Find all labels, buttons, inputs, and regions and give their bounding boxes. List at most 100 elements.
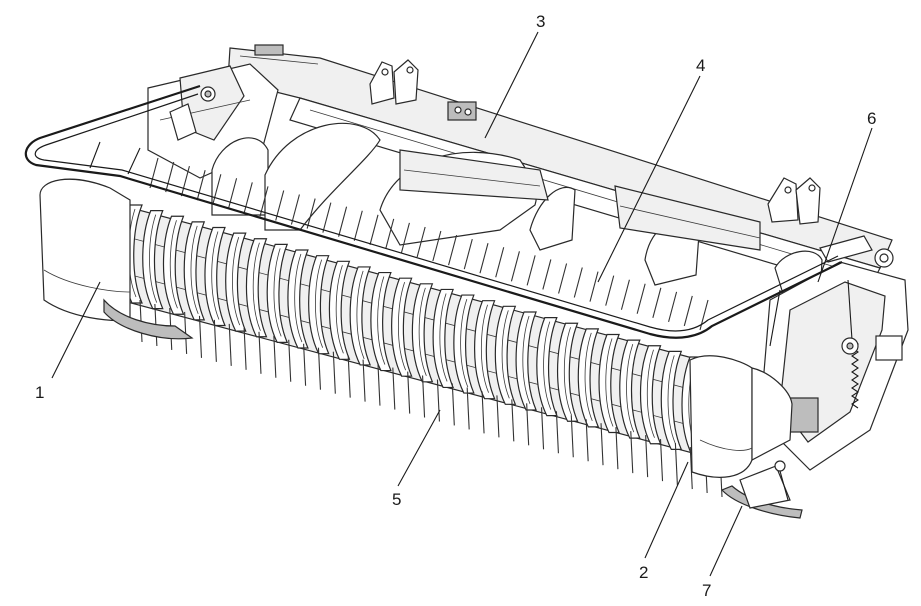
tine-upper	[180, 165, 190, 197]
stripper-band-edge	[356, 270, 365, 360]
stripper-band	[245, 238, 268, 338]
stripper-band-edge	[418, 287, 427, 376]
tine-lower	[422, 375, 426, 418]
stripper-band	[204, 226, 226, 327]
callout-1: 1	[35, 383, 44, 402]
gauge-wheel-skid	[720, 460, 803, 519]
callout-6: 6	[867, 109, 876, 128]
tine-lower	[436, 379, 440, 422]
tine-lower	[600, 423, 604, 466]
stripper-band-edge	[667, 355, 676, 444]
tine-lower	[317, 347, 322, 390]
stripper-band-edge	[149, 214, 158, 303]
stripper-band-edge	[232, 237, 241, 326]
stripper-band	[619, 339, 641, 439]
stripper-band	[370, 271, 392, 372]
tine-lower	[258, 331, 262, 374]
stripper-band-edge	[273, 248, 282, 337]
stripper-band-edge	[294, 253, 303, 343]
tine-lower	[511, 399, 515, 442]
tine-upper	[322, 202, 332, 233]
tine-upper	[683, 295, 693, 327]
callout-2: 2	[639, 563, 648, 582]
tine-upper	[652, 287, 662, 318]
tine-upper	[463, 239, 473, 270]
stripper-band-edge	[522, 315, 531, 405]
stripper-band-edge	[190, 225, 199, 315]
stripper-band-edge	[335, 265, 344, 354]
tine-lower	[407, 371, 411, 414]
tine-lower	[332, 351, 336, 394]
stripper-band-edge	[169, 220, 178, 309]
tine-upper	[306, 198, 316, 229]
tine-lower	[347, 355, 351, 398]
stripper-band	[142, 210, 164, 310]
tine-lower	[615, 427, 619, 470]
stripper-band	[183, 221, 206, 321]
tine-lower	[526, 403, 530, 446]
tine-lower	[213, 319, 217, 362]
tine-upper	[385, 218, 395, 249]
tine-lower	[273, 335, 277, 378]
stripper-band	[162, 215, 185, 315]
tine-lower	[481, 391, 485, 434]
callout-3: 3	[536, 12, 545, 31]
tine-lower	[451, 383, 455, 426]
tine-lower	[645, 435, 649, 478]
stripper-band	[266, 243, 289, 344]
stripper-band	[557, 322, 579, 422]
tine-lower	[689, 447, 693, 490]
tine-lower	[674, 443, 678, 486]
stripper-band	[411, 283, 434, 383]
stripper-band-edge	[211, 231, 220, 320]
stripper-band-edge	[480, 304, 489, 393]
tine-lower	[570, 415, 574, 458]
stripper-band-edge	[584, 332, 593, 422]
stripper-band	[432, 288, 455, 389]
stripper-band	[287, 249, 309, 349]
tine-upper	[668, 291, 678, 323]
stripper-band	[308, 255, 330, 355]
mount-bracket-right	[767, 177, 821, 225]
stripper-band	[225, 232, 247, 332]
tine-lower	[288, 339, 292, 382]
tine-upper	[275, 190, 285, 221]
tine-upper	[432, 230, 442, 262]
tine-lower	[303, 343, 307, 386]
tine-upper	[353, 210, 363, 241]
tine-upper	[479, 243, 489, 274]
stripper-band-edge	[377, 276, 386, 365]
tine-upper	[165, 161, 175, 193]
tine-lower	[392, 367, 396, 410]
tine-upper	[558, 263, 568, 294]
tine-upper	[699, 299, 709, 331]
tine-lower	[198, 315, 203, 358]
tine-upper	[290, 194, 300, 225]
tine-upper	[228, 178, 238, 209]
tine-lower	[630, 431, 634, 474]
stripper-band-edge	[501, 310, 510, 399]
tine-lower	[243, 327, 247, 370]
tine-upper	[510, 251, 520, 282]
stripper-band-edge	[543, 321, 552, 410]
stripper-band-edge	[315, 259, 324, 348]
stripper-band	[598, 333, 620, 434]
stripper-band	[391, 277, 413, 377]
stripper-band	[349, 266, 372, 366]
tine-lower	[496, 395, 500, 438]
stripper-band	[515, 311, 537, 411]
left-drum-end-cover	[39, 178, 194, 340]
stripper-band-edge	[439, 293, 448, 382]
stripper-band	[474, 300, 496, 400]
stripper-band	[577, 328, 600, 428]
tine-lower	[555, 411, 559, 454]
tine-upper	[589, 271, 599, 302]
stripper-band-edge	[646, 349, 655, 438]
stripper-band	[453, 294, 475, 394]
tine-lower	[377, 363, 381, 406]
stripper-band-edge	[626, 343, 635, 433]
stripper-band	[660, 350, 683, 450]
tine-lower	[659, 439, 664, 482]
mount-bracket-left	[369, 59, 419, 105]
